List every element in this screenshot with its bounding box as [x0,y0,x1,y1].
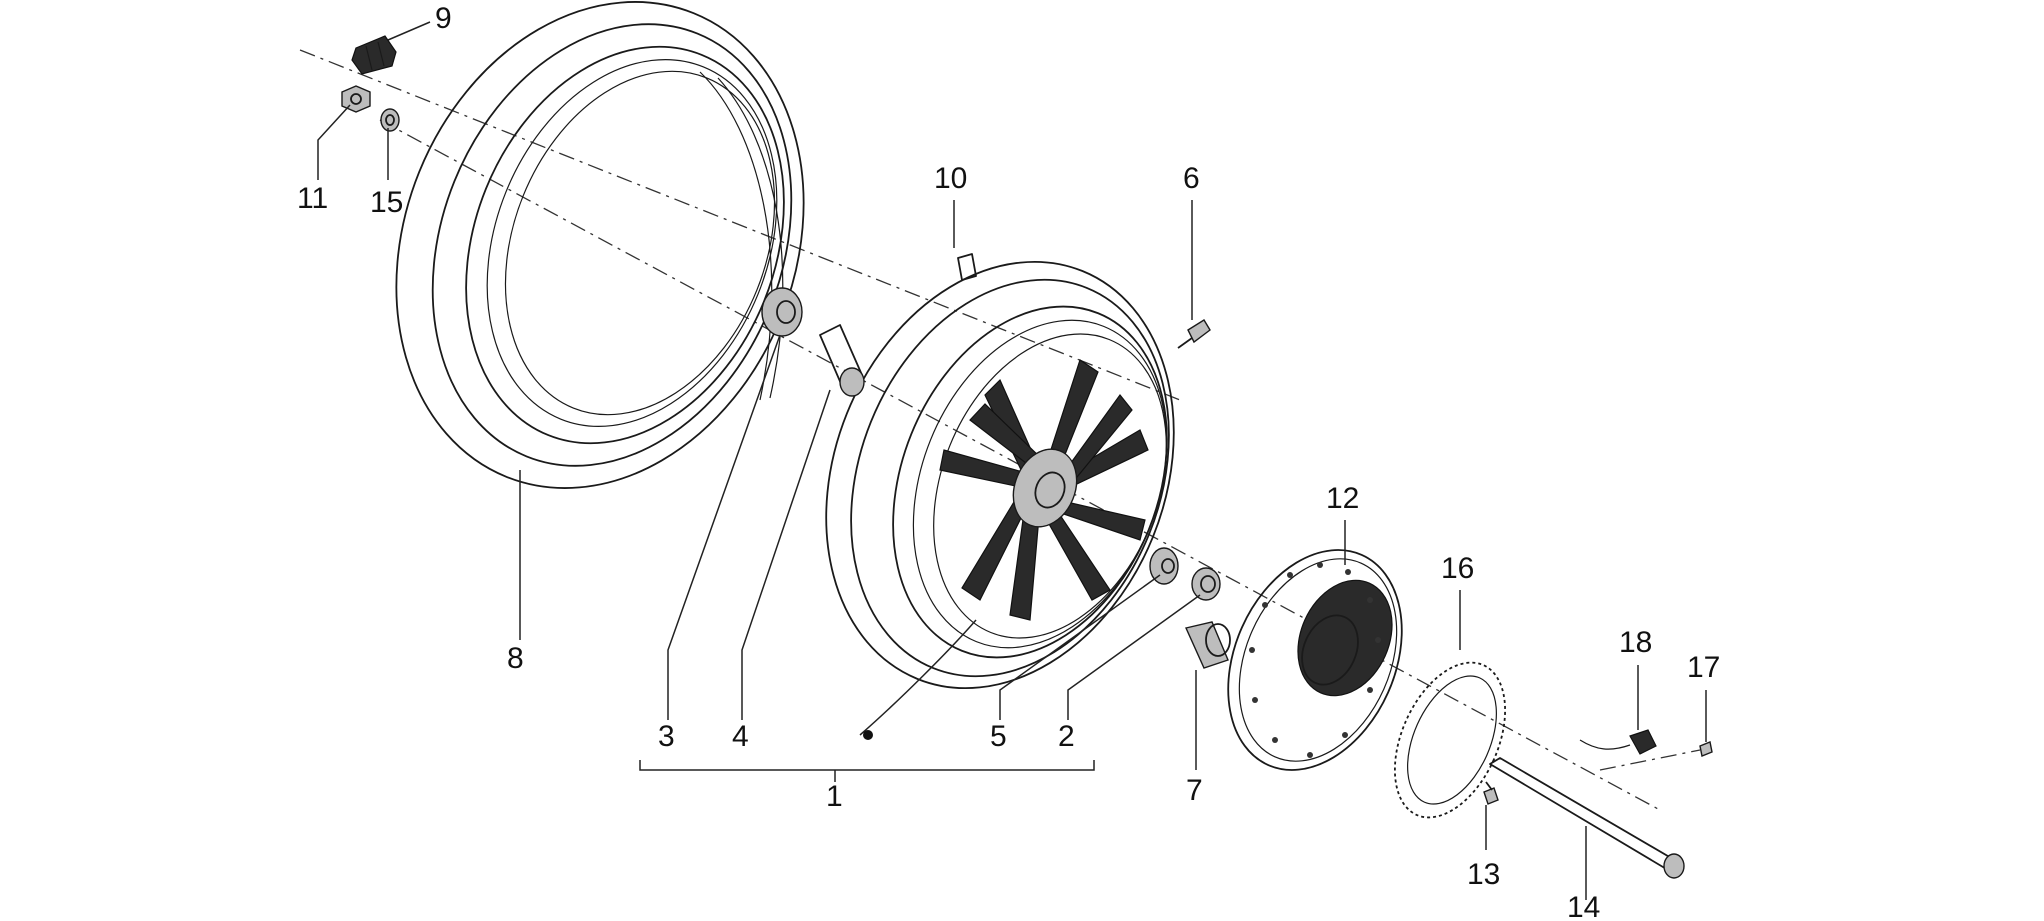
callout-18: 18 [1619,626,1652,659]
valve-cap [957,253,977,281]
callout-1: 1 [826,780,843,813]
callout-9: 9 [435,2,452,35]
disc-screw [1483,781,1499,805]
callout-13: 13 [1467,858,1500,891]
abs-tone-wheel [1394,661,1506,819]
callout-4: 4 [732,720,749,753]
assembly-reference-dot [863,730,873,740]
bushing [1185,621,1231,669]
callout-7: 7 [1186,774,1203,807]
sensor-screw [1699,741,1713,757]
spacer-tube [819,324,865,397]
callout-15: 15 [370,186,403,219]
rim-spokes [939,359,1149,621]
rim [825,260,1175,690]
seal-ring [1191,567,1221,601]
wheel-axle [1489,757,1685,879]
callout-17: 17 [1687,651,1720,684]
callout-10: 10 [934,162,967,195]
callout-6: 6 [1183,162,1200,195]
bearing-left [761,287,803,337]
callout-2: 2 [1058,720,1075,753]
callout-labels: 9 11 15 10 6 8 3 4 5 2 1 7 12 16 18 17 1… [297,2,1720,921]
callout-16: 16 [1441,552,1474,585]
callout-8: 8 [507,642,524,675]
balance-weight [351,35,397,75]
callout-12: 12 [1326,482,1359,515]
tyre [395,1,805,489]
brake-disc [1227,549,1403,771]
callout-11: 11 [297,182,328,215]
abs-speed-sensor [1579,729,1657,755]
washer [380,108,400,132]
callout-3: 3 [658,720,675,753]
callout-5: 5 [990,720,1007,753]
leader-lines [317,21,1707,900]
bearing-right [1149,547,1179,585]
callout-14: 14 [1567,891,1600,921]
tyre-valve [1177,319,1211,349]
